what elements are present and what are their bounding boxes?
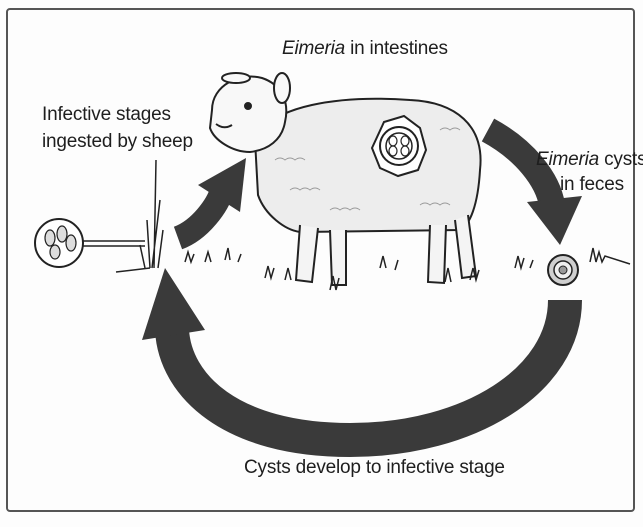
sheep-illustration bbox=[210, 73, 481, 285]
infective-stage-icon bbox=[35, 219, 145, 267]
cysts-label-line2: in feces bbox=[560, 173, 624, 197]
intestines-label: Eimeria in intestines bbox=[282, 37, 448, 61]
cycle-arrow-icon bbox=[142, 268, 565, 440]
ingest-arrow-icon bbox=[178, 158, 246, 238]
feces-cyst-icon bbox=[548, 255, 578, 285]
cysts-label-line1: Eimeria cysts bbox=[536, 148, 643, 172]
ingested-label-line1: Infective stages bbox=[42, 103, 171, 127]
ingested-label-line2: ingested by sheep bbox=[42, 130, 193, 154]
develop-label: Cysts develop to infective stage bbox=[244, 456, 505, 480]
